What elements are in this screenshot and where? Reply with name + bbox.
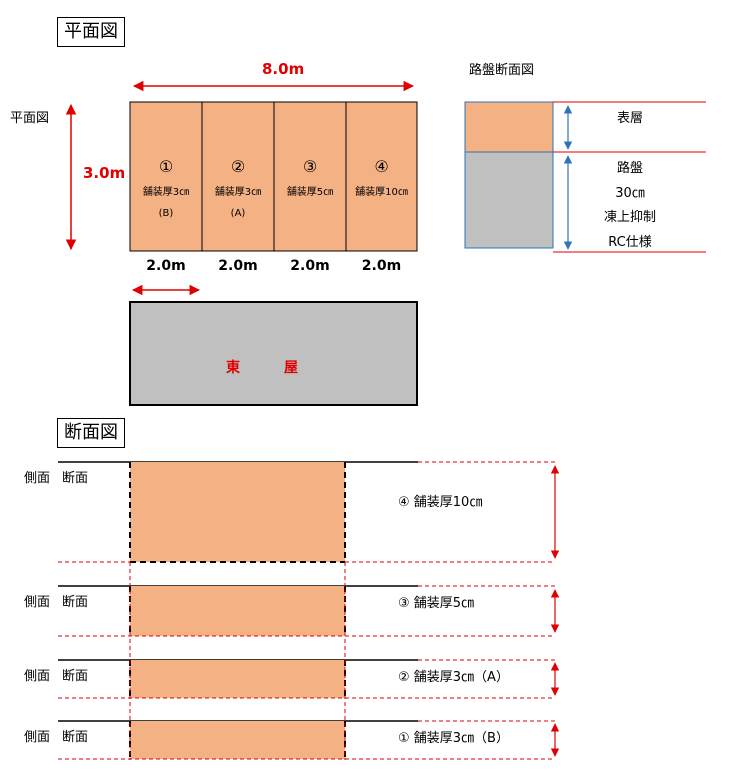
plan-title: 平面図 [57,17,125,47]
section-4-num: ④ [374,157,389,176]
plan-height-label: 3.0m [83,164,126,182]
roadbed-surface-layer [464,101,554,153]
plan-section-3 [273,101,347,252]
row-4-side: 側面 [24,471,51,486]
building-label-right: 屋 [284,360,298,376]
roadbed-base-line-1: 路盤 [616,161,643,176]
section-4-width: 2.0m [361,258,402,274]
section-3-width: 2.0m [290,258,330,274]
row-3-label: 断面 [62,595,89,610]
row-4-label: 断面 [62,471,89,486]
plan-section-4 [345,101,418,252]
roadbed-title: 路盤断面図 [469,63,535,78]
roadbed-surface-label: 表層 [616,111,643,126]
row-3-side: 側面 [24,595,51,610]
row-4-desc: ④ 舗装厚10㎝ [398,495,483,510]
row-2-desc: ② 舗装厚3㎝（A） [398,670,509,685]
row-2-side: 側面 [24,669,51,684]
section-title: 断面図 [57,418,125,448]
section-1-sub: (B) [158,208,174,219]
section-row-2 [58,659,560,699]
section-1-num: ① [158,157,174,176]
roadbed-base-line-2: 30㎝ [615,186,645,201]
plan-width-label: 8.0m [262,60,305,78]
row-1-desc: ① 舗装厚3㎝（B） [398,731,509,746]
building-block [129,301,418,406]
section-row-1 [58,720,560,760]
roadbed-base-layer [464,151,554,249]
row-3-desc: ③ 舗装厚5㎝ [398,596,475,611]
roadbed-base-line-3: 凍上抑制 [603,210,656,225]
section-3-label: 舗装厚5㎝ [286,187,334,198]
section-1-label: 舗装厚3㎝ [142,187,190,198]
section-2-width: 2.0m [218,258,258,274]
building-label-left: 東 [226,360,240,376]
section-2-num: ② [230,157,246,176]
section-3-num: ③ [302,157,318,176]
section-2-sub: (A) [230,208,246,219]
section-1-width: 2.0m [146,258,186,274]
row-2-label: 断面 [62,669,89,684]
plan-section-1 [129,101,203,252]
roadbed-base-line-4: RC仕様 [608,235,652,250]
plan-side-label: 平面図 [10,111,50,126]
row-1-side: 側面 [24,730,51,745]
row-1-label: 断面 [62,730,89,745]
section-4-label: 舗装厚10㎝ [355,187,408,198]
section-row-3 [58,585,560,637]
section-row-4 [58,461,560,563]
plan-section-2 [201,101,275,252]
section-2-label: 舗装厚3㎝ [214,187,262,198]
